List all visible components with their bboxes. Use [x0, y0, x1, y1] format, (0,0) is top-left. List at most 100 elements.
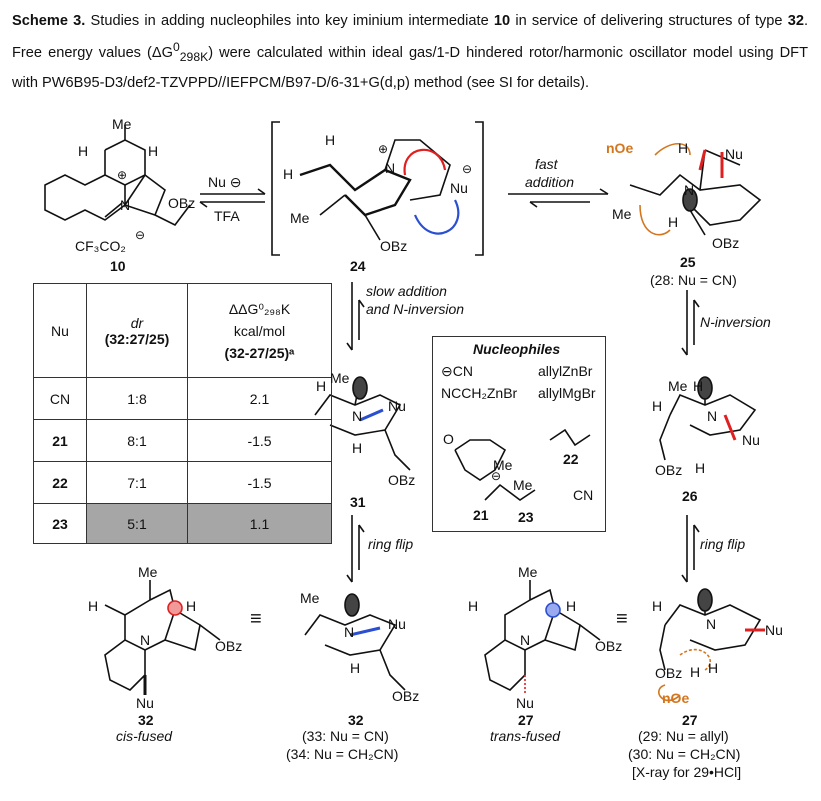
atom-label: Me	[668, 378, 688, 394]
charge: ⊖	[491, 469, 502, 483]
atom-label: OBz	[655, 462, 683, 478]
caption: Scheme 3. Studies in adding nucleophiles…	[12, 8, 808, 96]
table-header: Nu	[33, 283, 87, 378]
compound-description: trans-fused	[490, 728, 561, 744]
atom-label: N	[352, 408, 363, 424]
atom-label: O	[443, 431, 454, 447]
atom-label: N	[120, 197, 131, 213]
atom-label: H	[468, 598, 479, 614]
atom-label: H	[186, 598, 197, 614]
noe-label: nOe	[606, 140, 634, 156]
atom-label: H	[350, 660, 361, 676]
atom-label: H	[78, 143, 89, 159]
arrow-label: addition	[525, 174, 575, 190]
structure-32-2d	[104, 580, 221, 695]
header-dr-sub: (32:27/25)	[104, 330, 170, 347]
atom-label: OBz	[655, 665, 683, 681]
caption-compound-ref: 32	[787, 13, 804, 29]
arrow-label: ring flip	[700, 536, 746, 552]
cell-nu: CN	[33, 377, 87, 420]
caption-sup: 0	[173, 40, 180, 54]
charge: ⊖	[462, 162, 473, 176]
structure-24	[271, 121, 484, 256]
caption-sub: 298K	[179, 49, 209, 64]
compound-label: 31	[350, 494, 366, 510]
atom-label: Me	[612, 206, 632, 222]
atom-label: N	[344, 624, 355, 640]
atom-label: Nu	[725, 146, 743, 162]
compound-note: (29: Nu = allyl)	[638, 728, 729, 744]
compound-label: 26	[682, 488, 698, 504]
compound-label: 32	[348, 712, 364, 728]
atom-label: CN	[573, 487, 594, 503]
atom-label: H	[283, 166, 294, 182]
atom-label: H	[693, 378, 704, 394]
arrow-label: ring flip	[368, 536, 414, 552]
charge: ⊕	[378, 142, 389, 156]
cell-dr: 8:1	[86, 419, 188, 462]
header-ddg-sub: (32-27/25)ᵃ	[224, 344, 295, 361]
atom-label: OBz	[388, 472, 416, 488]
atom-label: Nu	[388, 398, 406, 414]
arrow-label: fast	[535, 156, 558, 172]
noe-label: nOe	[662, 690, 690, 706]
atom-label: H	[690, 664, 701, 680]
table-header: dr(32:27/25)	[86, 283, 188, 378]
arrow-label: N-inversion	[700, 314, 771, 330]
header-unit: kcal/mol	[233, 322, 286, 339]
structure-32-3d	[304, 593, 406, 691]
atom-label: OBz	[595, 638, 623, 654]
equilibrium-arrow-2	[508, 188, 609, 208]
compound-note: (34: Nu = CH₂CN)	[286, 746, 399, 762]
atom-label: H	[652, 398, 663, 414]
header-dr: dr	[130, 314, 144, 331]
cell-ddg: -1.5	[187, 461, 332, 504]
equivalence-sign: ≡	[616, 608, 628, 630]
atom-label: N	[140, 632, 151, 648]
atom-label: OBz	[215, 638, 243, 654]
atom-label: N	[684, 182, 695, 198]
compound-label: 27	[518, 712, 534, 728]
atom-label: Me	[518, 564, 538, 580]
atom-label: N	[385, 160, 396, 176]
counterion: CF₃CO₂	[75, 238, 126, 254]
structure-25	[629, 142, 762, 236]
structure-27-3d	[658, 588, 765, 702]
compound-note: (33: Nu = CN)	[302, 728, 389, 744]
header-ddg: ΔΔG⁰₂₉₈K	[228, 300, 291, 317]
compound-label: 32	[138, 712, 154, 728]
atom-label: Nu	[516, 695, 534, 711]
atom-label: Me	[513, 477, 533, 493]
cell-ddg: 1.1	[187, 503, 332, 544]
atom-label: Me	[493, 457, 513, 473]
atom-label: Me	[300, 590, 320, 606]
atom-label: H	[668, 214, 679, 230]
atom-label: N	[520, 632, 531, 648]
equivalence-sign: ≡	[250, 608, 262, 630]
cell-nu: 21	[33, 419, 87, 462]
atom-label: H	[652, 598, 663, 614]
atom-label: OBz	[392, 688, 420, 704]
atom-label: H	[148, 143, 159, 159]
nucleophile-item: ⊖CN	[441, 363, 473, 379]
atom-label: H	[566, 598, 577, 614]
compound-description: cis-fused	[116, 728, 173, 744]
nucleophiles-title: Nucleophiles	[473, 341, 561, 357]
cell-dr: 5:1	[86, 503, 188, 544]
caption-text: . Free energy values (ΔG	[12, 13, 809, 61]
atom-label: Nu	[765, 622, 783, 638]
atom-label: Me	[138, 564, 158, 580]
arrow-label: TFA	[214, 208, 240, 224]
nucleophile-structures	[454, 428, 591, 501]
atom-label: Nu	[136, 695, 154, 711]
atom-label: H	[352, 440, 363, 456]
compound-label: 24	[350, 258, 366, 274]
compound-label: 25	[680, 254, 696, 270]
caption-text: in service of delivering structures of t…	[515, 13, 783, 29]
cell-nu: 22	[33, 461, 87, 504]
compound-label: 23	[518, 509, 534, 525]
